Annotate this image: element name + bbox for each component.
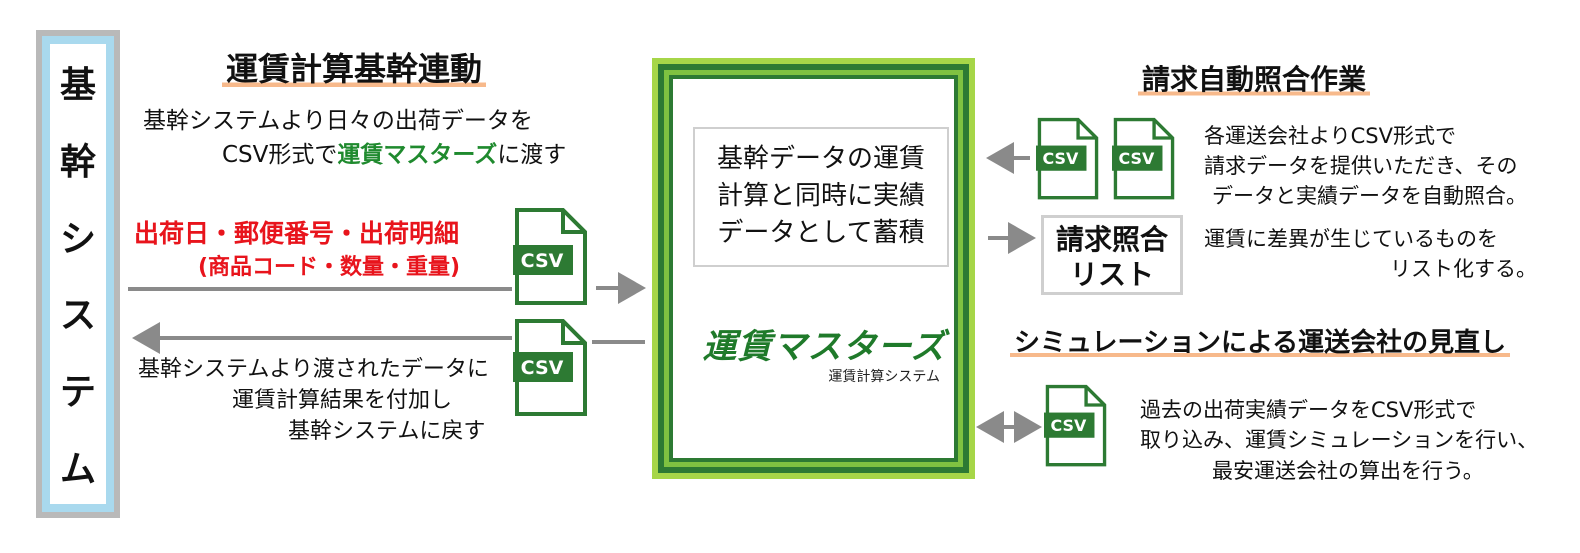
simulation-desc-line2: 取り込み、運賃シミュレーションを行い、 bbox=[1140, 428, 1539, 452]
kikan-system-bar: 基 幹 シ ス テ ム bbox=[36, 30, 120, 518]
seikyu-desc-line2: 請求データを提供いただき、その bbox=[1204, 154, 1518, 178]
csv-label: CSV bbox=[1043, 149, 1079, 168]
center-desc-line: データとして蓄積 bbox=[717, 218, 925, 248]
csv-file-icon: CSV bbox=[1036, 117, 1100, 201]
return-line1: 基幹システムより渡されたデータに bbox=[138, 357, 489, 382]
simulation-desc-line1: 過去の出荷実績データをCSV形式で bbox=[1140, 398, 1477, 422]
bar-char: ス bbox=[59, 295, 96, 337]
bar-char: ム bbox=[59, 448, 96, 490]
heading-seikyu: 請求自動照合作業 bbox=[1138, 58, 1371, 98]
csv-file-icon: CSV bbox=[513, 318, 589, 418]
shipment-fields-line1: 出荷日・郵便番号・出荷明細 bbox=[134, 219, 460, 248]
bar-char: テ bbox=[59, 371, 96, 413]
center-desc-line: 基幹データの運賃 bbox=[716, 144, 925, 174]
csv-file-icon: CSV bbox=[1044, 384, 1108, 468]
heading-simulation: シミュレーションによる運送会社の見直し bbox=[1010, 322, 1511, 359]
intro-line1: 基幹システムより日々の出荷データを bbox=[143, 108, 533, 134]
csv-label: CSV bbox=[521, 357, 564, 379]
heading-kikan-renkei: 運賃計算基幹連動 bbox=[222, 44, 487, 90]
intro-line2: CSV形式で運賃マスターズに渡す bbox=[222, 140, 566, 170]
shipment-fields-line2: (商品コード・数量・重量) bbox=[198, 255, 461, 280]
bar-char: 基 bbox=[59, 65, 96, 107]
list-box-line: リスト bbox=[1069, 258, 1154, 291]
product-logo: 運賃マスターズ bbox=[702, 327, 946, 367]
csv-file-icon: CSV bbox=[513, 207, 589, 307]
bar-char: 幹 bbox=[59, 141, 96, 183]
csv-label: CSV bbox=[521, 250, 564, 272]
center-desc-line: 計算と同時に実績 bbox=[716, 181, 925, 211]
seikyu-list-box: 請求照合 リスト bbox=[1041, 215, 1183, 295]
intro-suffix: に渡す bbox=[497, 142, 567, 168]
bar-char: シ bbox=[59, 218, 96, 260]
return-line2: 運賃計算結果を付加し bbox=[232, 388, 453, 413]
list-desc-line2: リスト化する。 bbox=[1390, 257, 1537, 281]
list-desc-line1: 運賃に差異が生じているものを bbox=[1204, 227, 1498, 251]
fare-masters-box: 基幹データの運賃 計算と同時に実績 データとして蓄積 運賃マスターズ 運賃計算シ… bbox=[652, 58, 975, 479]
list-box-line: 請求照合 bbox=[1055, 223, 1168, 256]
product-logo-subtitle: 運賃計算システム bbox=[828, 369, 940, 385]
seikyu-desc-line3: データと実績データを自動照合。 bbox=[1212, 184, 1527, 208]
csv-label: CSV bbox=[1119, 149, 1155, 168]
center-description: 基幹データの運賃 計算と同時に実績 データとして蓄積 bbox=[693, 127, 949, 267]
csv-label: CSV bbox=[1051, 416, 1087, 435]
intro-prefix: CSV形式で bbox=[222, 142, 338, 168]
return-line3: 基幹システムに戻す bbox=[288, 419, 486, 444]
csv-file-icon: CSV bbox=[1112, 117, 1176, 201]
simulation-desc-line3: 最安運送会社の算出を行う。 bbox=[1212, 459, 1484, 483]
product-name-highlight: 運賃マスターズ bbox=[337, 142, 498, 168]
seikyu-desc-line1: 各運送会社よりCSV形式で bbox=[1204, 124, 1456, 148]
